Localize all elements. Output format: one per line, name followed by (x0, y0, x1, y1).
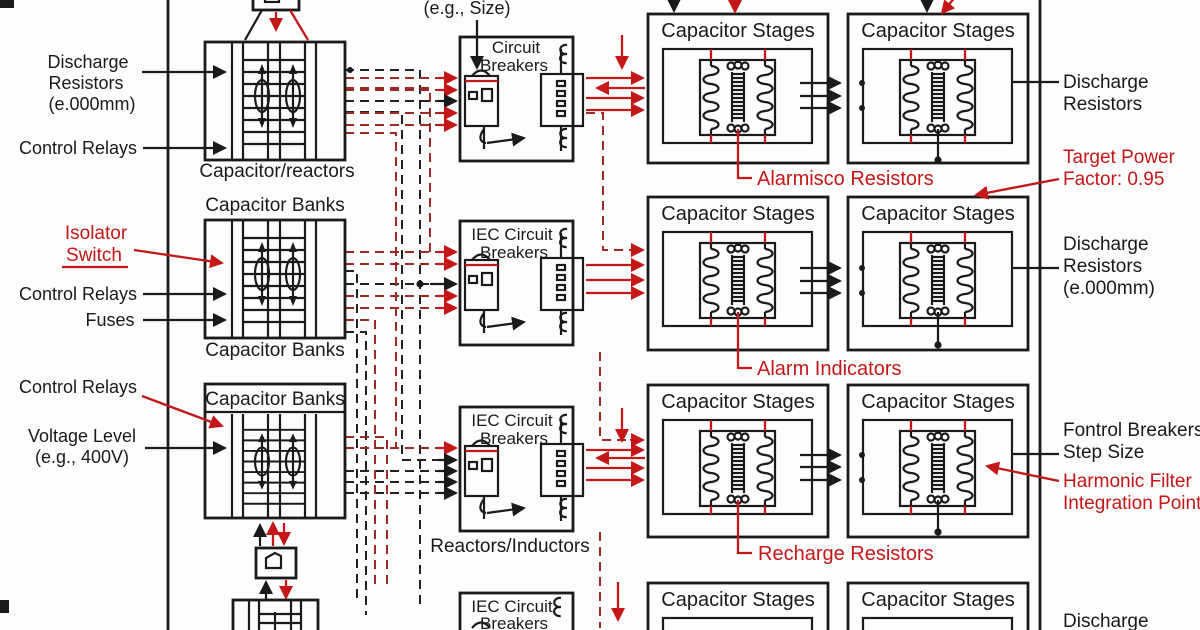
stage-row3-right: Capacitor Stages (846, 383, 1030, 539)
right-labels: Discharge Resistors Target Power Factor:… (974, 72, 1200, 630)
label-fuses: Fuses (85, 310, 134, 330)
breaker-input-arrows (430, 71, 458, 500)
left-labels: Discharge Resistors (e.000mm) Control Re… (19, 52, 355, 467)
cb1-title: Circuit (492, 38, 540, 57)
stage-title: Capacitor Stages (861, 203, 1014, 225)
cb2-title: IEC Circuit (471, 225, 553, 244)
stage-title: Capacitor Stages (861, 391, 1014, 413)
controller-box-top (244, 0, 309, 41)
capacitor-bank-4-partial (231, 598, 320, 630)
stage-row4-right-partial: Capacitor Stages (846, 581, 1030, 630)
label-voltage-level: Voltage Level (28, 426, 136, 446)
label-discharge-bottom: Discharge (1063, 611, 1149, 630)
circuit-breaker-4-partial: IEC Circuit Breakers (458, 591, 575, 630)
stage-title: Capacitor Stages (861, 20, 1014, 42)
label-discharge-resistors-r1: Discharge (1063, 72, 1149, 93)
label-discharge-resistors-left-2: Resistors (48, 73, 123, 93)
cb3-title: IEC Circuit (471, 411, 553, 430)
leader-target-power-factor (974, 177, 1060, 200)
stage-top-entry-arrows (667, 0, 956, 15)
breaker-output-arrows (586, 35, 645, 622)
label-target-power-factor: Target Power (1063, 147, 1176, 168)
capacitor-stages-grid: Capacitor Stages Capacitor Stages Capaci… (646, 0, 1059, 630)
red-annotations: Alarmisco Resistors Alarm Indicators Rec… (757, 168, 934, 565)
stage-title: Capacitor Stages (661, 391, 814, 413)
cb4-device-handle (471, 621, 491, 629)
label-discharge-resistors-r2-3: (e.000mm) (1063, 278, 1155, 299)
stage-bottom-connectors (736, 129, 942, 555)
heading-capacitor-banks: Capacitor Banks (205, 195, 344, 216)
cb1-title-2: Breakers (480, 56, 548, 75)
stage-link-arrows (800, 76, 865, 487)
stage-row4-left-partial: Capacitor Stages (646, 581, 830, 630)
label-target-power-factor-2: Factor: 0.95 (1063, 169, 1164, 190)
label-discharge-resistors-r2-2: Resistors (1063, 256, 1142, 277)
leader-harmonic-filter (985, 461, 1060, 483)
capacitor-bank-column (203, 0, 347, 630)
label-harmonic-filter: Harmonic Filter (1063, 471, 1192, 492)
label-eg-size: (e.g., Size) (423, 0, 510, 18)
label-discharge-resistors-r2: Discharge (1063, 234, 1149, 255)
stage-title: Capacitor Stages (861, 589, 1014, 611)
diagram-borders (0, 0, 1042, 630)
label-recharge-resistors: Recharge Resistors (758, 543, 934, 565)
label-control-relays-bottom: Control Relays (19, 377, 137, 397)
label-fontrol-breakers-2: Step Size (1063, 442, 1144, 463)
label-discharge-resistors-left: Discharge (47, 52, 128, 72)
dashed-wiring-routes (345, 67, 630, 628)
label-fontrol-breakers: Fontrol Breakers (1063, 420, 1200, 441)
stage-exit-lines (1012, 80, 1059, 456)
circuit-breaker-column: (e.g., Size) Circuit Breakers IEC Circui… (423, 0, 645, 630)
border-corner-top-left (0, 0, 14, 8)
label-isolator-switch: Isolator (65, 223, 128, 244)
bank-connector-box (253, 521, 298, 600)
cb4-title: IEC Circuit (471, 597, 553, 616)
capacitor-bank-2 (205, 220, 345, 338)
label-isolator-switch-2: Switch (66, 245, 122, 266)
label-control-relays-mid: Control Relays (19, 284, 137, 304)
capacitor-bank-3 (203, 382, 347, 520)
capacitor-bank-1 (205, 42, 345, 160)
label-discharge-resistors-r1-2: Resistors (1063, 94, 1142, 115)
stage-row2-right: Capacitor Stages (846, 195, 1030, 352)
label-alarmisco-resistors: Alarmisco Resistors (757, 168, 934, 190)
label-voltage-level-2: (e.g., 400V) (35, 447, 129, 467)
cb4-breaker-glyph (553, 596, 562, 618)
stage-title: Capacitor Stages (661, 203, 814, 225)
title-capacitor-banks-inner: Capacitor Banks (205, 389, 344, 410)
label-alarm-indicators: Alarm Indicators (757, 358, 902, 380)
label-discharge-resistors-left-3: (e.000mm) (48, 94, 135, 114)
stage-title: Capacitor Stages (661, 20, 814, 42)
cb4-title-2: Breakers (480, 614, 548, 630)
stage-title: Capacitor Stages (661, 589, 814, 611)
leader-control-relays-bottom (141, 394, 224, 429)
label-control-relays-top: Control Relays (19, 138, 137, 158)
caption-capacitor-reactors: Capacitor/reactors (199, 161, 354, 182)
border-corner-bottom-left (0, 600, 9, 613)
cb3-title-2: Breakers (480, 429, 548, 448)
caption-reactors-inductors: Reactors/Inductors (430, 536, 589, 557)
label-harmonic-filter-2: Integration Point (1063, 493, 1200, 514)
leader-isolator-switch (133, 248, 224, 269)
caption-capacitor-banks: Capacitor Banks (205, 340, 344, 361)
cb2-title-2: Breakers (480, 243, 548, 262)
